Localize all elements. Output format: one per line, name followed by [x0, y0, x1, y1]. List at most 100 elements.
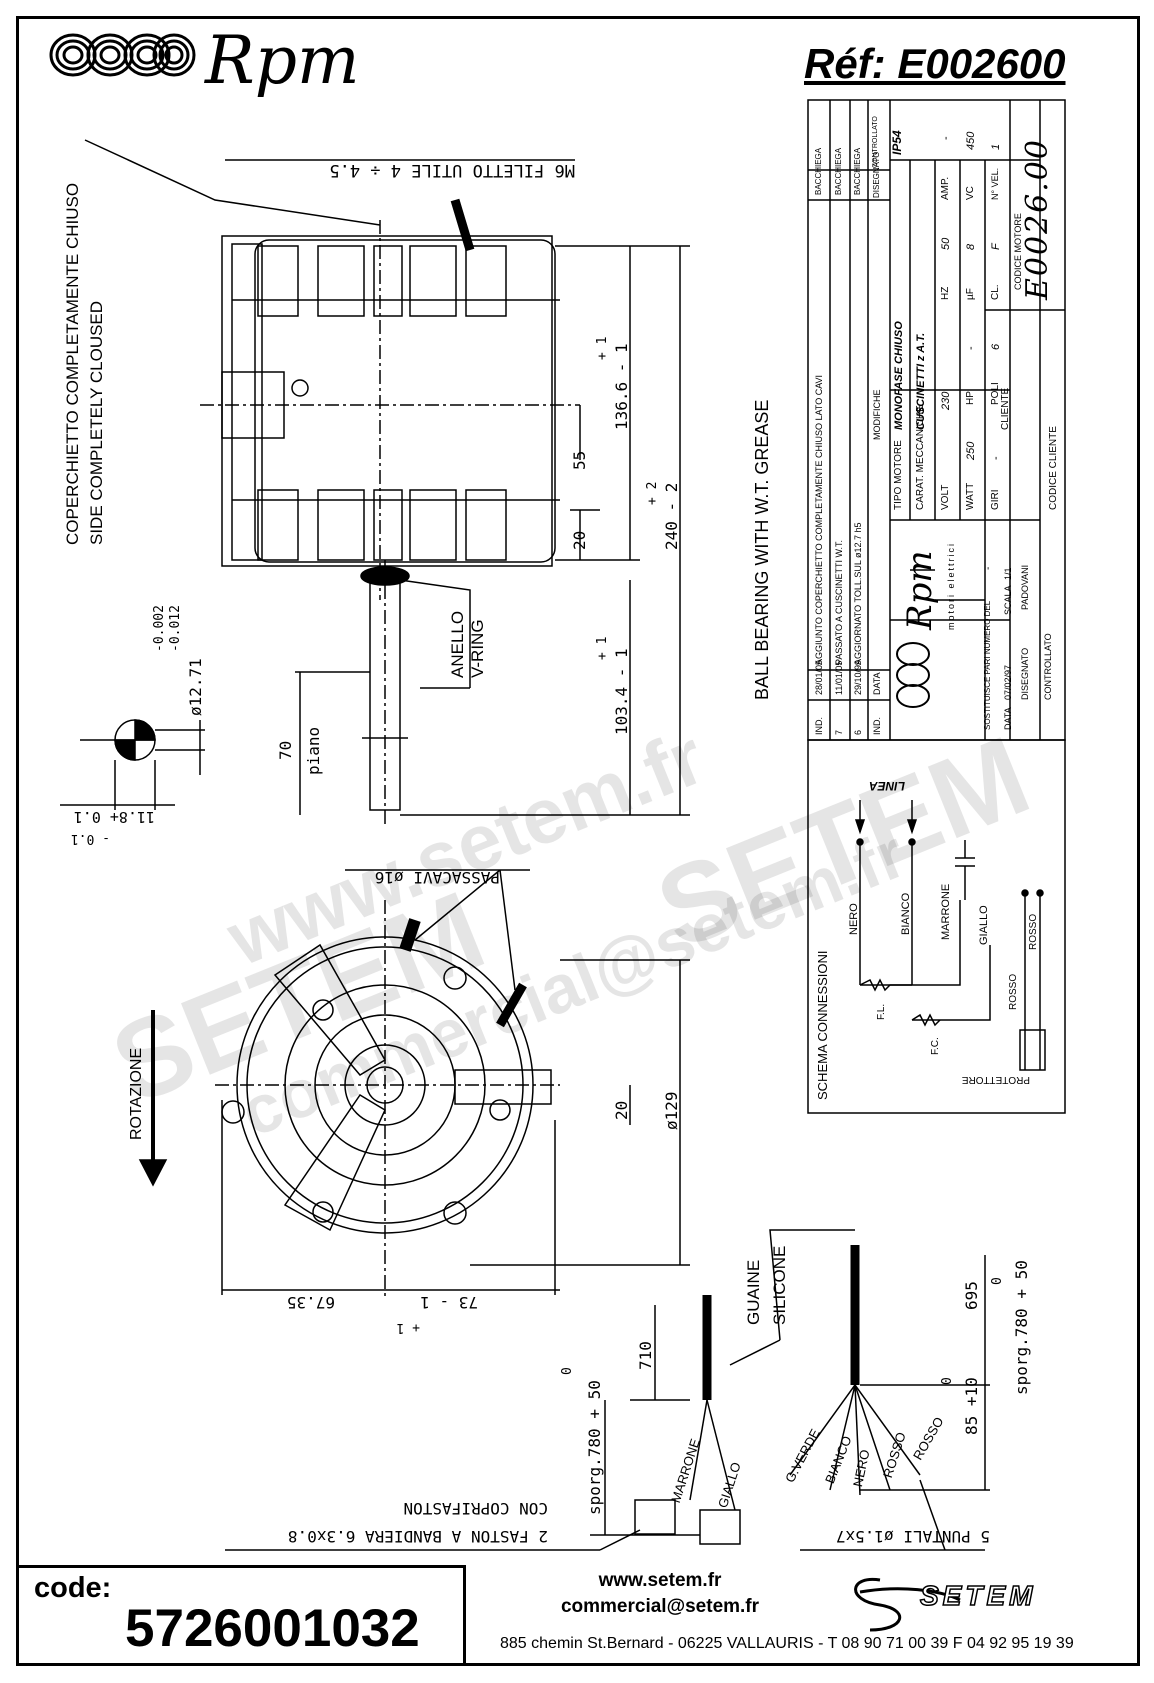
footer-contacts: www.setem.fr commercial@setem.fr: [540, 1568, 780, 1620]
volt-label: VOLT: [940, 484, 951, 510]
dim-55: 55: [570, 450, 589, 470]
drawing-frame: [16, 16, 1140, 1666]
rpm-small-logo-icon: [896, 642, 930, 708]
sporg-left: sporg.780 + 50: [585, 1380, 604, 1515]
scala-value: 1/1: [1003, 567, 1013, 580]
dim-695: 695: [962, 1281, 981, 1310]
dim-136-tol: + 1: [595, 336, 610, 360]
footer-brand: SETEM: [919, 1579, 1037, 1612]
hz-value: 50: [940, 237, 952, 250]
hp-label: HP: [965, 391, 976, 405]
bearing-note: BALL BEARING WITH W.T. GREASE: [752, 399, 772, 700]
rev-by-6: BACCHIEGA: [853, 147, 862, 195]
disegnato-label: DISEGNATO: [1020, 647, 1030, 700]
vel-value: 1: [990, 143, 1002, 150]
poli-value: 6: [990, 343, 1002, 350]
dim-67: 67.35: [286, 1293, 335, 1312]
dim-shaft: ø12.71: [186, 658, 205, 716]
hz-label: HZ: [940, 286, 951, 300]
vc-value: 450: [965, 131, 977, 150]
rpm-small-logo-text: Rpm: [900, 550, 940, 630]
cable-gland-note: PASSACAVI ø16: [374, 868, 500, 887]
sheath-label-en: SILICONE: [770, 1245, 789, 1325]
rpm-small-logo-sub: motori elettrici: [946, 541, 956, 630]
giri-label: GIRI: [990, 489, 1001, 510]
puntali-note: 5 PUNTALI ø1.5x7: [835, 1527, 990, 1546]
dim-240: 240 - 2: [662, 482, 681, 550]
vel-label: N° VEL.: [990, 167, 1000, 200]
data-label: DATA: [1003, 707, 1013, 730]
dim-20-top: 20: [570, 530, 589, 550]
col-data: DATA: [872, 672, 882, 695]
schema-fl: F.L.: [876, 1003, 887, 1020]
rev-date-8: 28/01/05: [814, 659, 824, 695]
ring-label-it: ANELLO: [448, 610, 467, 678]
footer-email-link[interactable]: commercial@setem.fr: [560, 1596, 760, 1617]
sporg-right-tol: 0: [990, 1277, 1005, 1285]
hp-value: -: [965, 346, 977, 350]
controllato-label: CONTROLLATO: [1043, 633, 1053, 700]
dim-103-tol: + 1: [595, 636, 610, 660]
uf-label: µF: [965, 288, 976, 300]
sporg-left-tol: 0: [560, 1367, 575, 1375]
rev-ind-7: 7: [834, 729, 844, 735]
carat-value: CUSCINETTI z A.T.: [915, 332, 927, 430]
code-box: [16, 1565, 466, 1666]
dim-85: 85 +10: [962, 1377, 981, 1435]
sheath-label-it: GUAINE: [744, 1259, 763, 1325]
codice-motore: E0026.00: [1020, 138, 1055, 300]
thread-note: M6 FILETTO UTILE 4 ÷ 4.5: [329, 160, 575, 180]
rev-text-7: PASSATO A CUSCINETTI W.T.: [834, 539, 844, 665]
footer-web-link[interactable]: www.setem.fr: [598, 1570, 722, 1591]
dim-85-tol: 0: [940, 1377, 955, 1385]
tipo-motore-label: TIPO MOTORE: [893, 440, 904, 510]
cliente-label: CLIENTE: [1000, 387, 1011, 430]
dim-240-tol: + 2: [645, 481, 660, 505]
setem-logo-icon: [854, 1577, 961, 1632]
giri-value: -: [990, 456, 1002, 460]
rotation-label: ROTAZIONE: [128, 1047, 145, 1140]
schema-giallo: GIALLO: [978, 905, 990, 945]
dim-129: ø129: [662, 1091, 681, 1130]
dim-73: 73 - 1: [420, 1293, 478, 1312]
dim-flat: 11.8+ 0.1: [73, 808, 155, 826]
schema-bianco: BIANCO: [900, 892, 912, 935]
schema-marrone: MARRONE: [940, 883, 952, 940]
dim-710: 710: [636, 1341, 655, 1370]
dim-flat-tol: - 0.1: [70, 831, 110, 846]
footer-address: 885 chemin St.Bernard - 06225 VALLAURIS …: [500, 1635, 1074, 1652]
brand-name: Rpm: [205, 22, 360, 99]
dim-103: 103.4 - 1: [612, 648, 631, 735]
codice-cliente-label: CODICE CLIENTE: [1048, 426, 1059, 510]
schema-rosso-2: ROSSO: [1028, 913, 1039, 950]
reference-code: Réf: E002600: [804, 40, 1066, 87]
disegnato-value: PADOVANI: [1020, 564, 1030, 610]
rpm-logo-icon: [49, 33, 196, 77]
motor-body-outline: [221, 235, 553, 567]
sostituisce-value: -: [983, 566, 994, 570]
faston-note-2: CON COPRIFASTON: [403, 1499, 549, 1518]
data-value: 07/02/97: [1003, 664, 1013, 700]
faston-note: 2 FASTON A BANDIERA 6.3x0.8: [287, 1527, 548, 1546]
watt-value: 250: [965, 441, 977, 460]
col-controllato: CONTROLLATO: [872, 116, 879, 168]
sostituisce-label: SOSTITUISCE PARI NUMERO DEL: [983, 600, 992, 730]
dim-136: 136.6 - 1: [612, 343, 631, 430]
cover-note-en: SIDE COMPLETELY CLOUSED: [87, 300, 106, 545]
col-modifiche: MODIFICHE: [872, 389, 882, 441]
cl-label: CL.: [990, 284, 1001, 300]
schema-title: SCHEMA CONNESSIONI: [815, 950, 830, 1100]
schema-linea: LINEA: [869, 779, 905, 793]
dim-73-tol: + 1: [396, 1320, 420, 1335]
watt-label: WATT: [965, 482, 976, 510]
uf-value: 8: [965, 243, 977, 250]
col-ind: IND.: [872, 717, 882, 735]
schema-nero: NERO: [848, 903, 860, 935]
dim-70: 70: [276, 740, 295, 760]
volt-value: 230: [940, 391, 952, 410]
rev-text-6: AGGIORNATO TOLL.SUL ø12.7 h5: [853, 522, 863, 665]
schema-rosso: ROSSO: [1008, 973, 1019, 1010]
ring-label-en: V-RING: [468, 619, 487, 678]
amp-label: AMP.: [940, 176, 951, 200]
